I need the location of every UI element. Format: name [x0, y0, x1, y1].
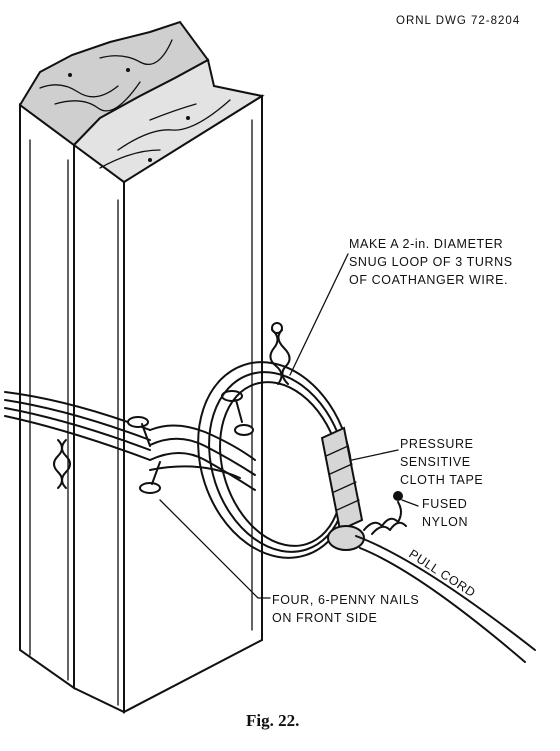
nails: [127, 390, 254, 494]
loop-note-line-3: OF COATHANGER WIRE.: [349, 273, 508, 287]
tape-note-line-2: SENSITIVE: [400, 455, 471, 469]
tape-note-line-1: PRESSURE: [400, 437, 474, 451]
tape-note-line-3: CLOTH TAPE: [400, 473, 483, 487]
wooden-posts: [19, 94, 263, 714]
twisted-wire-ends: [53, 322, 291, 489]
cloth-tape: [320, 426, 365, 551]
leader-lines: [159, 253, 419, 599]
drawing-number: ORNL DWG 72-8204: [396, 15, 520, 27]
loop-note-line-1: MAKE A 2-in. DIAMETER: [349, 237, 503, 251]
figure-caption: Fig. 22.: [246, 711, 299, 730]
post-top-end-grain: [18, 20, 265, 184]
nylon-note-line-1: FUSED: [422, 497, 467, 511]
pull-cord: [355, 491, 536, 663]
loop-note-line-2: SNUG LOOP OF 3 TURNS: [349, 255, 513, 269]
nails-note-line-2: ON FRONT SIDE: [272, 611, 378, 625]
nylon-note-line-2: NYLON: [422, 515, 468, 529]
nails-note-line-1: FOUR, 6-PENNY NAILS: [272, 593, 419, 607]
